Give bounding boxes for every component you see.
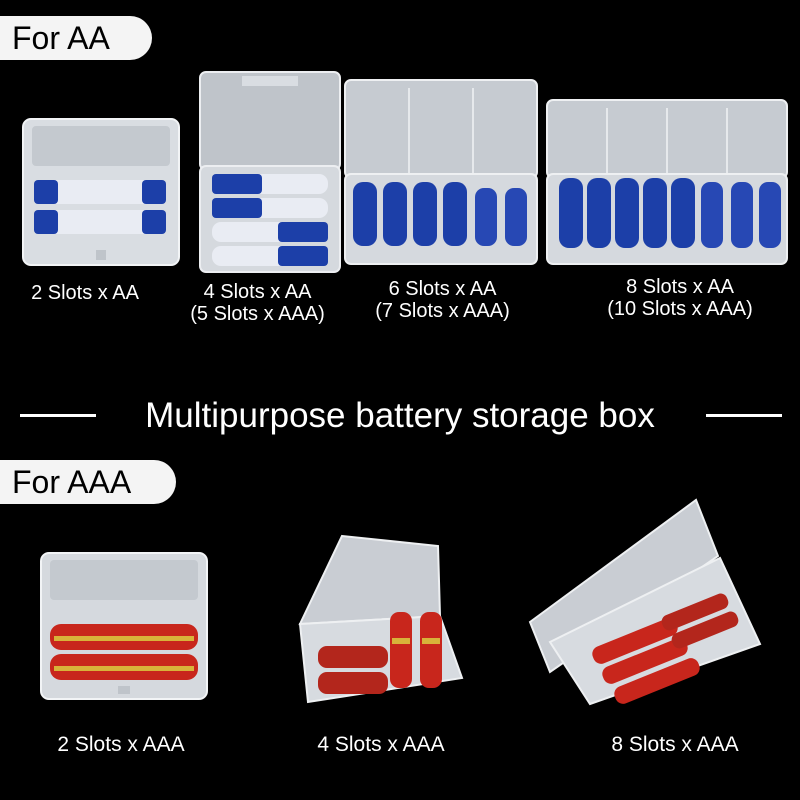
headline-rule-left: [20, 414, 96, 417]
section-tag-aaa: For AAA: [0, 460, 176, 504]
aaa-box-8-caption: 8 Slots x AAA: [611, 733, 739, 756]
headline: Multipurpose battery storage box: [0, 392, 800, 442]
aa-box-2-caption-line1: 2 Slots x AA: [31, 282, 139, 304]
aaa-box-8-slots-photo: [520, 492, 780, 712]
aa-box-4-caption-line2: (5 Slots x AAA): [190, 303, 325, 325]
aaa-box-2-slots-photo: [40, 552, 208, 700]
aa-box-8-caption-line1: 8 Slots x AA: [626, 276, 734, 298]
aa-box-8-slots-photo: [545, 98, 789, 266]
aa-box-6-slots-photo: [343, 78, 539, 266]
aa-box-4-slots-photo: [198, 70, 342, 274]
aa-box-6-caption-line1: 6 Slots x AA: [388, 278, 497, 300]
aa-box-2-caption: 2 Slots x AA: [5, 282, 165, 304]
aa-box-4-caption: 4 Slots x AA (5 Slots x AAA): [175, 281, 340, 325]
aa-box-6-caption: 6 Slots x AA (7 Slots x AAA): [355, 278, 530, 322]
aa-box-4-caption-line1: 4 Slots x AA: [203, 281, 312, 303]
aa-box-6-caption-line2: (7 Slots x AAA): [375, 300, 510, 322]
aaa-box-4-caption: 4 Slots x AAA: [317, 733, 445, 756]
aaa-box-2-caption: 2 Slots x AAA: [57, 733, 185, 756]
aa-box-2-slots-photo: [22, 118, 180, 266]
aaa-box-4-slots-photo: [290, 528, 472, 710]
aa-box-8-caption-line2: (10 Slots x AAA): [607, 298, 753, 320]
section-tag-aa: For AA: [0, 16, 152, 60]
headline-rule-right: [706, 414, 782, 417]
aa-box-8-caption: 8 Slots x AA (10 Slots x AAA): [585, 276, 775, 320]
headline-title: Multipurpose battery storage box: [145, 396, 655, 435]
